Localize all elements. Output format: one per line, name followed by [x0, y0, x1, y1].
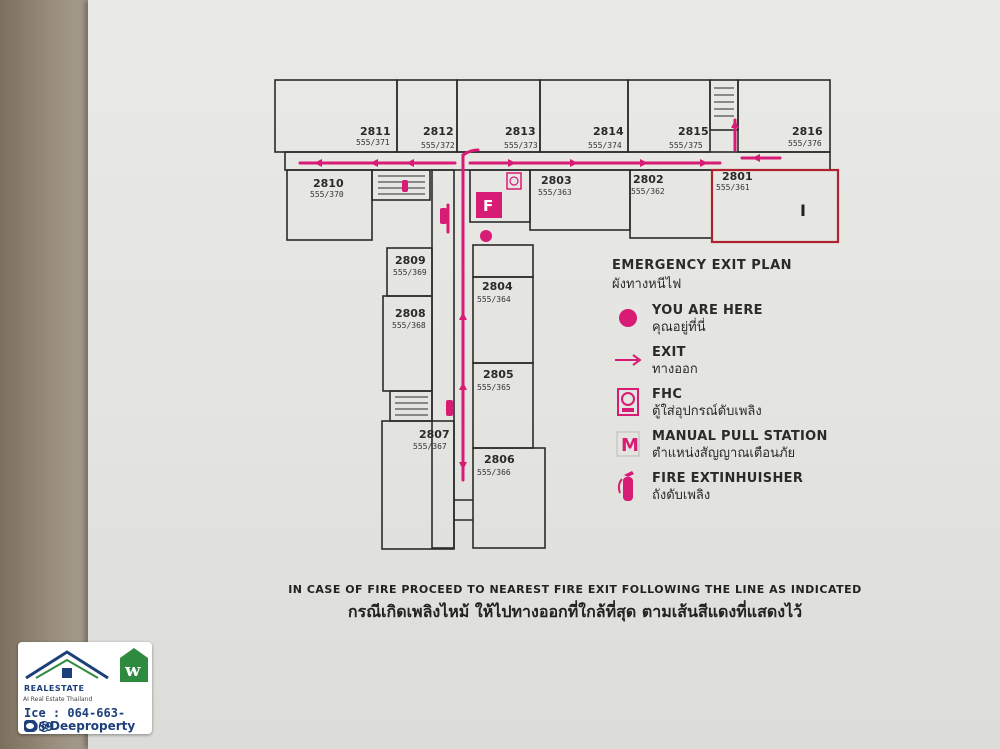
- unit-2815-no: 2815: [678, 125, 709, 138]
- exit-arrows: [314, 120, 760, 470]
- legend-fhc-th: ตู้ใส่อุปกรณ์ดับเพลิง: [652, 404, 762, 419]
- unit-2816-no: 2816: [792, 125, 823, 138]
- unit-2809-addr: 555/369: [393, 268, 427, 277]
- legend-item-fhc: FHC ตู้ใส่อุปกรณ์ดับเพลิง: [612, 386, 872, 420]
- unit-2815-addr: 555/375: [669, 141, 703, 150]
- stair-left: [371, 169, 431, 201]
- unit-2811-addr: 555/371: [356, 138, 390, 147]
- unit-2816-addr: 555/376: [788, 139, 822, 148]
- stair-lower: [389, 390, 433, 422]
- legend-exit-th: ทางออก: [652, 362, 698, 377]
- exit-arrow-10: [459, 312, 467, 320]
- wall-background: [0, 0, 90, 749]
- fhc-cabinet-legend-icon: [612, 386, 644, 418]
- unit-2804-no: 2804: [482, 280, 513, 293]
- unit-2801-marker: I: [800, 201, 806, 220]
- unit-2808-addr: 555/368: [392, 321, 426, 330]
- legend-manual-pull-en: MANUAL PULL STATION: [652, 429, 828, 444]
- exit-arrow-2: [370, 159, 378, 167]
- exit-arrow-1: [314, 159, 322, 167]
- svg-text:w: w: [124, 660, 141, 681]
- unit-2803-addr: 555/363: [538, 188, 572, 197]
- unit-2801-addr: 555/361: [716, 183, 750, 192]
- you-are-here-dot-icon: [612, 302, 644, 334]
- main-corridor: [284, 151, 831, 171]
- exit-arrow-icon: [612, 344, 644, 376]
- exit-arrow-9: [731, 120, 739, 128]
- unit-2806-addr: 555/366: [477, 468, 511, 477]
- unit-2806-no: 2806: [484, 453, 515, 466]
- vertical-corridor: [431, 169, 455, 549]
- legend-item-manual-pull-station: M MANUAL PULL STATION ตำแหน่งสัญญาณเตือน…: [612, 428, 872, 462]
- unit-2814-no: 2814: [593, 125, 624, 138]
- legend-exit-en: EXIT: [652, 345, 686, 360]
- unit-2812-addr: 555/372: [421, 141, 455, 150]
- legend-you-are-here-en: YOU ARE HERE: [652, 303, 763, 318]
- unit-2809-no: 2809: [395, 254, 426, 267]
- manual-pull-station-letter-icon: M: [621, 435, 639, 456]
- legend: EMERGENCY EXIT PLAN ผังทางหนีไฟ YOU ARE …: [612, 258, 872, 504]
- unit-2811-no: 2811: [360, 125, 391, 138]
- legend-you-are-here-th: คุณอยู่ที่นี่: [652, 320, 706, 335]
- unit-2802-no: 2802: [633, 173, 664, 186]
- you-are-here-dot: [480, 230, 492, 242]
- unit-2802-addr: 555/362: [631, 187, 665, 196]
- legend-extinguisher-th: ถังดับเพลิง: [652, 488, 711, 503]
- fire-extinguisher-icon: [402, 180, 453, 416]
- unit-2805-addr: 555/365: [477, 383, 511, 392]
- service-room: [472, 244, 534, 278]
- exit-arrow-12: [459, 462, 467, 470]
- legend-extinguisher-en: FIRE EXTINHUISHER: [652, 471, 804, 486]
- unit-2813-addr: 555/373: [504, 141, 538, 150]
- manual-pull-station-box: [476, 192, 502, 218]
- brand-subtitle: AI Real Estate Thailand: [23, 696, 93, 703]
- unit-2807-outline: [381, 420, 455, 550]
- brand-name: REALESTATE: [24, 684, 85, 693]
- exit-arrow-5: [570, 159, 578, 167]
- exit-arrow-7: [700, 159, 708, 167]
- unit-2807-addr: 555/367: [413, 442, 447, 451]
- fire-extinguisher-legend-icon: [612, 470, 644, 502]
- unit-2801-highlight: [710, 168, 840, 244]
- unit-labels: 2811 555/371 2812 555/372 2813 555/373 2…: [310, 125, 823, 477]
- fhc-cabinet-icon: [506, 172, 522, 190]
- exit-arrow-4: [508, 159, 516, 167]
- unit-2806-outline: [472, 447, 546, 549]
- watermark-logo-card: w REALESTATE AI Real Estate Thailand Ice…: [18, 642, 152, 734]
- manual-pull-station-letter: F: [483, 197, 493, 215]
- exit-arrow-3: [406, 159, 414, 167]
- legend-title: EMERGENCY EXIT PLAN: [612, 258, 793, 273]
- sign-board: [88, 0, 1000, 749]
- legend-item-fire-extinguisher: FIRE EXTINHUISHER ถังดับเพลิง: [612, 470, 872, 504]
- line-app-icon: [24, 720, 36, 732]
- exit-arrow-11: [459, 382, 467, 390]
- unit-2808-no: 2808: [395, 307, 426, 320]
- unit-2810-no: 2810: [313, 177, 344, 190]
- house-logo-icon: [25, 650, 109, 680]
- legend-subtitle: ผังทางหนีไฟ: [612, 277, 682, 292]
- exit-arrow-8: [752, 154, 760, 162]
- instruction-english: IN CASE OF FIRE PROCEED TO NEAREST FIRE …: [288, 583, 862, 596]
- legend-item-you-are-here: YOU ARE HERE คุณอยู่ที่นี่: [612, 302, 872, 336]
- unit-2801-no: 2801: [722, 170, 753, 183]
- line-contact: @Deeproperty: [24, 719, 135, 733]
- legend-manual-pull-th: ตำแหน่งสัญญาณเตือนภัย: [652, 446, 796, 461]
- unit-2813-no: 2813: [505, 125, 536, 138]
- brand-badge-icon: w: [120, 648, 148, 682]
- legend-item-exit: EXIT ทางออก: [612, 344, 872, 378]
- unit-2804-addr: 555/364: [477, 295, 511, 304]
- exit-arrow-6: [640, 159, 648, 167]
- line-id: @Deeproperty: [38, 719, 136, 733]
- instruction-thai: กรณีเกิดเพลิงไหม้ ให้ไปทางออกที่ใกล้ที่ส…: [347, 602, 803, 621]
- unit-2805-no: 2805: [483, 368, 514, 381]
- unit-2803-no: 2803: [541, 174, 572, 187]
- legend-fhc-en: FHC: [652, 387, 683, 402]
- unit-2810-addr: 555/370: [310, 190, 344, 199]
- unit-2814-addr: 555/374: [588, 141, 622, 150]
- manual-pull-station-legend-icon: M: [612, 428, 644, 460]
- unit-2807-no: 2807: [419, 428, 450, 441]
- unit-2810-outline: [286, 169, 373, 241]
- unit-2812-no: 2812: [423, 125, 454, 138]
